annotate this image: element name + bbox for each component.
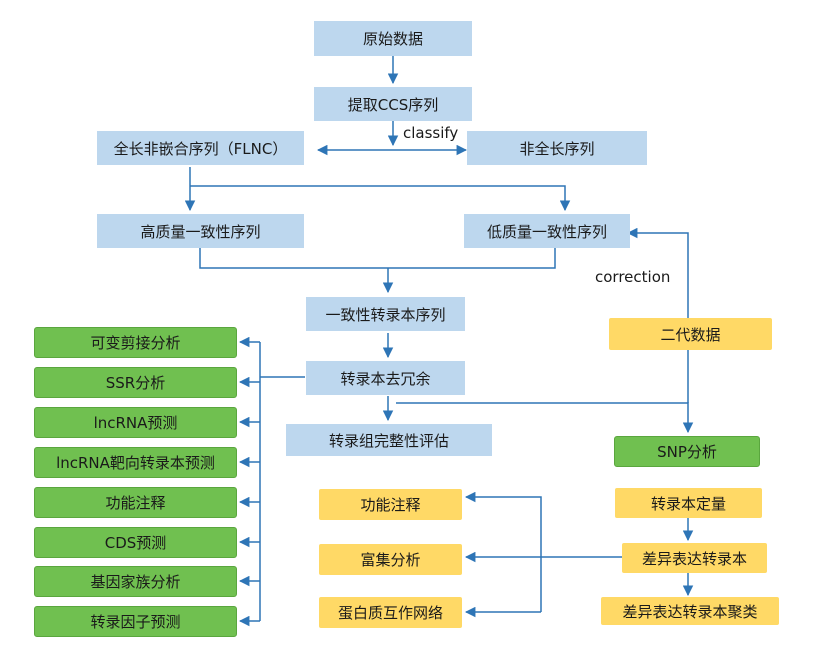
node-de-transcripts: 差异表达转录本: [622, 543, 767, 573]
node-low-quality: 低质量一致性序列: [464, 214, 630, 248]
node-consensus-transcripts: 一致性转录本序列: [306, 297, 465, 331]
node-de-annotation: 功能注释: [319, 489, 462, 520]
node-completeness: 转录组完整性评估: [286, 424, 492, 456]
node-snp: SNP分析: [614, 436, 760, 467]
node-deredundancy: 转录本去冗余: [306, 361, 465, 395]
node-alternative-splicing: 可变剪接分析: [34, 327, 237, 358]
label-classify: classify: [403, 124, 459, 142]
node-gene-family: 基因家族分析: [34, 566, 237, 597]
node-raw-data: 原始数据: [314, 21, 472, 56]
node-quantification: 转录本定量: [615, 488, 762, 518]
line-merge: [199, 248, 556, 269]
label-correction: correction: [595, 268, 671, 286]
node-extract-ccs: 提取CCS序列: [314, 87, 472, 121]
node-second-gen: 二代数据: [609, 318, 772, 350]
node-high-quality: 高质量一致性序列: [97, 214, 304, 248]
node-function-annotation: 功能注释: [34, 487, 237, 518]
node-de-clustering: 差异表达转录本聚类: [601, 597, 779, 625]
node-de-enrichment: 富集分析: [319, 544, 462, 575]
node-ssr: SSR分析: [34, 367, 237, 398]
node-lncrna-target: lncRNA靶向转录本预测: [34, 447, 237, 478]
node-lncrna-prediction: lncRNA预测: [34, 407, 237, 438]
arrow-correction: [626, 227, 689, 318]
arrow-to-de-annotation: [464, 491, 542, 612]
node-non-full-length: 非全长序列: [467, 131, 647, 165]
node-de-ppi: 蛋白质互作网络: [319, 597, 462, 628]
node-transcription-factor: 转录因子预测: [34, 606, 237, 637]
arrow-to-low-quality: [190, 185, 571, 212]
node-cds-prediction: CDS预测: [34, 527, 237, 558]
node-flnc: 全长非嵌合序列（FLNC）: [97, 131, 304, 165]
